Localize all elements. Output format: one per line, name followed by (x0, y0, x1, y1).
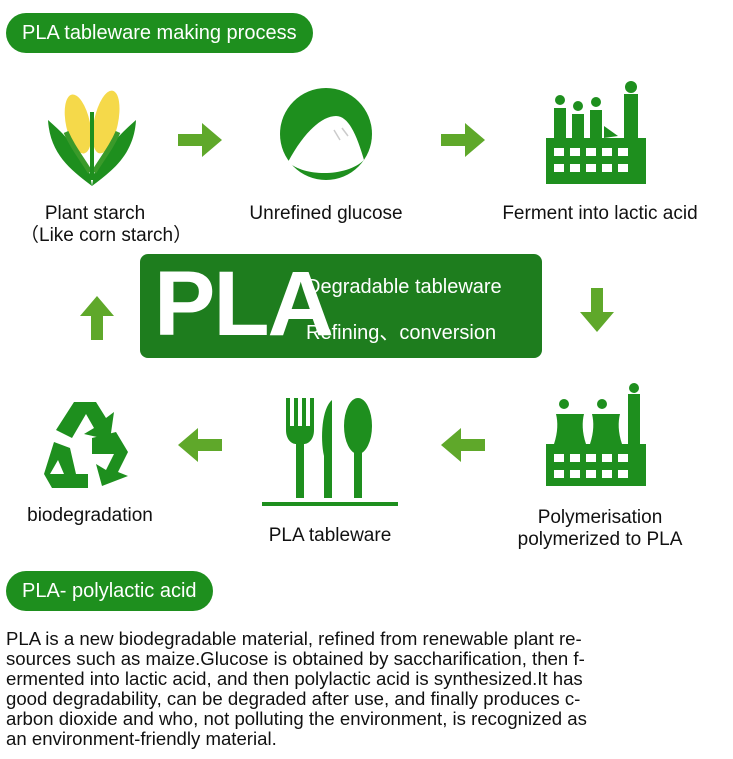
center-line2: Refining、conversion (306, 322, 497, 344)
factory-icon (546, 81, 646, 184)
arrow-left-icon (178, 428, 222, 462)
step-plant-starch-label: Plant starch （Like corn starch） (20, 203, 193, 247)
step-unrefined-glucose-label: Unrefined glucose (249, 203, 403, 224)
step-ferment-label: Ferment into lactic acid (502, 203, 698, 224)
description-line: an environment-friendly material. (6, 728, 277, 749)
arrow-right-icon (178, 123, 222, 157)
center-line1: Degradable tableware (306, 276, 502, 298)
step-tableware-label: PLA tableware (268, 525, 392, 546)
description-line: PLA is a new biodegradable material, ref… (6, 628, 582, 649)
polymerisation-line2: polymerized to PLA (517, 529, 683, 550)
plant-starch-line2: （Like corn starch） (20, 225, 193, 246)
description-line: good degradability, can be degraded afte… (6, 688, 581, 709)
arrow-down-icon (580, 288, 614, 332)
pla-big-text: PLA (154, 253, 334, 355)
recycle-icon (44, 402, 128, 488)
polymerisation-line1: Polymerisation (537, 507, 663, 528)
corn-icon (48, 90, 136, 186)
arrow-up-icon (80, 296, 114, 340)
arrow-left-icon (441, 428, 485, 462)
step-polymerisation-label: Polymerisation polymerized to PLA (494, 507, 706, 551)
description-line: arbon dioxide and who, not polluting the… (6, 708, 587, 729)
arrow-right-icon (441, 123, 485, 157)
section-title: PLA- polylactic acid (6, 571, 213, 611)
description-line: sources such as maize.Glucose is obtaine… (6, 648, 585, 669)
process-title: PLA tableware making process (6, 13, 313, 53)
tableware-icon (262, 398, 398, 506)
power-plant-icon (546, 383, 646, 486)
step-biodegradation-label: biodegradation (27, 505, 153, 526)
glucose-icon (280, 88, 372, 180)
pla-center-box: PLA Degradable tableware Refining、conver… (140, 253, 542, 358)
plant-starch-line1: Plant starch (44, 203, 146, 224)
description-line: ermented into lactic acid, and then poly… (6, 668, 583, 689)
description-paragraph: PLA is a new biodegradable material, ref… (6, 629, 726, 749)
